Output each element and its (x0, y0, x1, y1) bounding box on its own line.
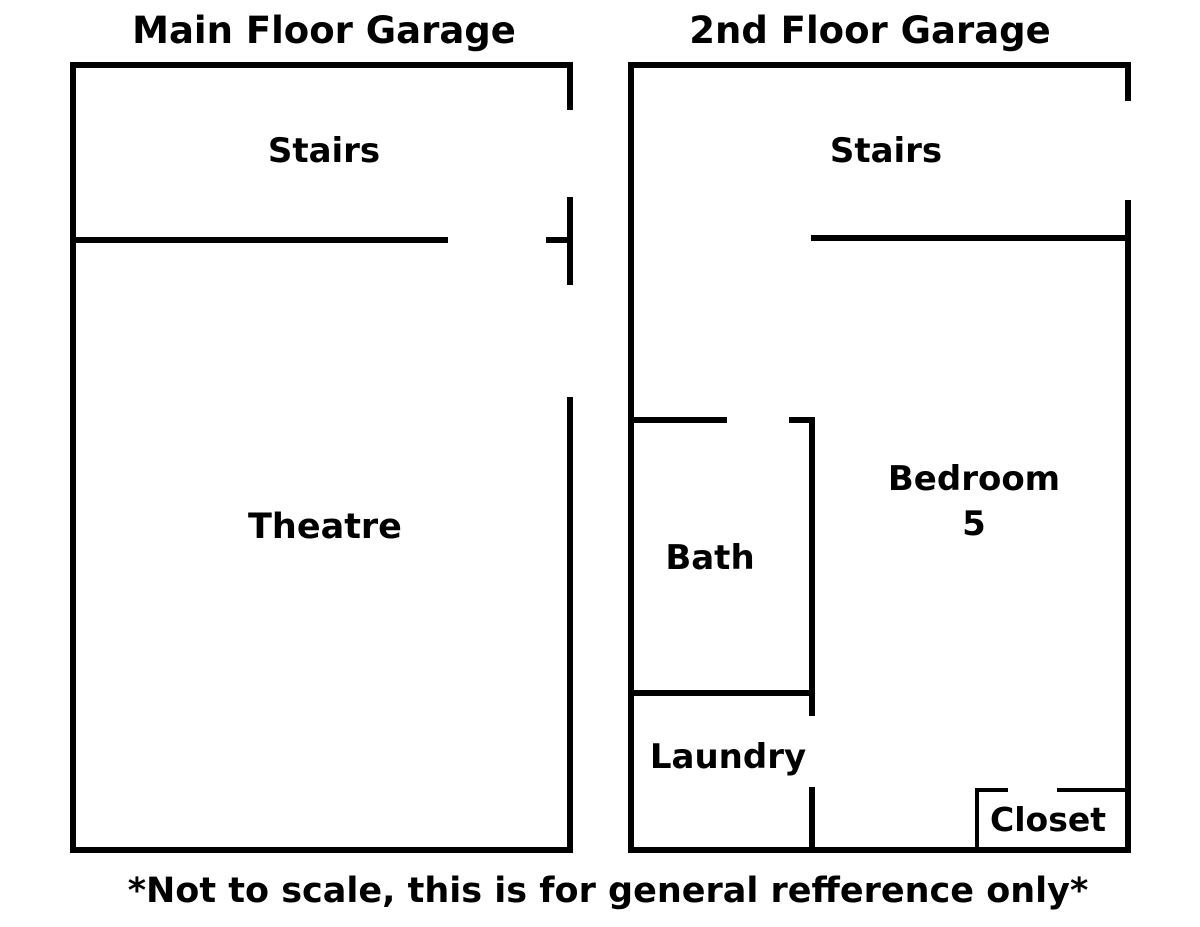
second-floor-title: 2nd Floor Garage (689, 9, 1051, 52)
bedroom-label: Bedroom (888, 459, 1060, 499)
laundry-label: Laundry (650, 737, 806, 777)
main-stairs-label: Stairs (268, 131, 380, 171)
bedroom-number-label: 5 (962, 504, 986, 544)
upper-stairs-label: Stairs (830, 131, 942, 171)
closet-label: Closet (990, 800, 1106, 839)
main-floor-title: Main Floor Garage (132, 9, 516, 52)
bath-label: Bath (665, 538, 754, 578)
theatre-label: Theatre (248, 507, 402, 547)
scale-disclaimer: *Not to scale, this is for general reffe… (128, 871, 1089, 911)
second-floor-plan (628, 62, 1131, 853)
main-floor-plan (70, 62, 573, 853)
